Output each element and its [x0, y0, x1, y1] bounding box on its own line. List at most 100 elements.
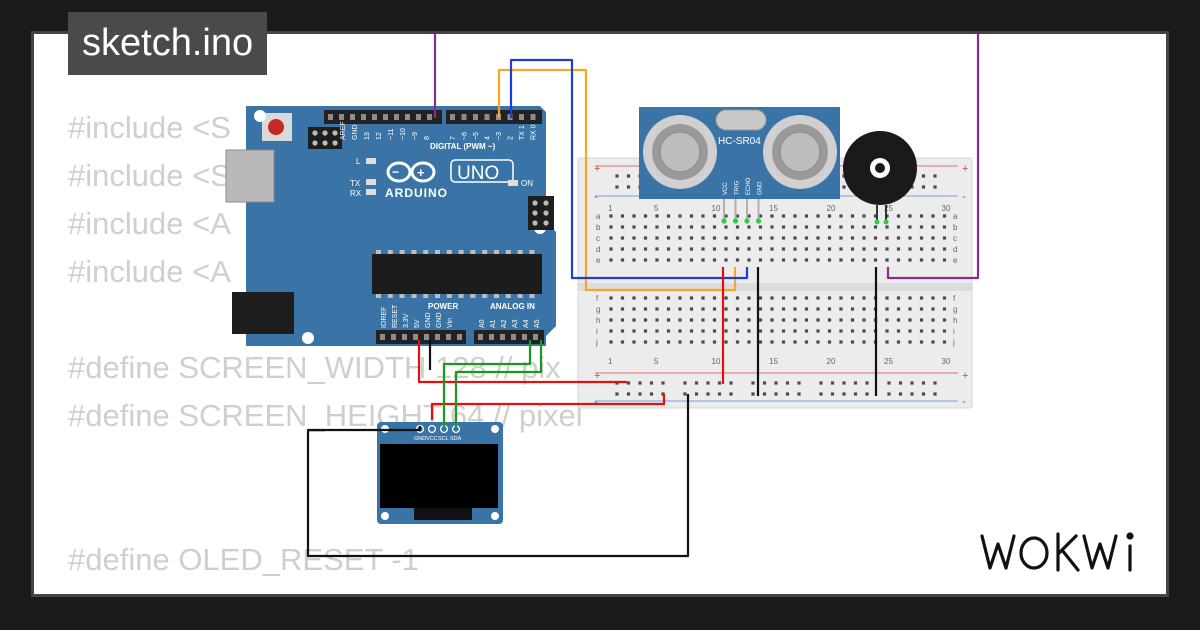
bb-row-label: a	[596, 212, 601, 221]
pin-label: GND	[352, 124, 359, 140]
code-line: #include <S	[68, 110, 231, 145]
bb-row-label: c	[596, 234, 600, 243]
wire-orange	[497, 68, 737, 292]
pin-label: ~6	[462, 132, 469, 140]
led-l-label: L	[356, 157, 361, 166]
piezo-buzzer	[843, 131, 917, 225]
code-line: #define OLED_RESET -1	[68, 542, 419, 577]
bb-row-label: b	[596, 223, 601, 232]
preview-card: #include <S#include <S#include <A#includ…	[34, 34, 1166, 594]
pin-label: RX 0	[531, 124, 538, 140]
bb-row-label: h	[596, 316, 600, 325]
power-label: POWER	[428, 302, 458, 311]
code-line: #include <S	[68, 158, 231, 193]
bb-col-label: 25	[884, 204, 893, 213]
pin-label: ~9	[412, 132, 419, 140]
pin-label: A2	[501, 319, 508, 328]
pin-label: ~11	[388, 129, 395, 140]
code-preview: #include <S#include <S#include <A#includ…	[68, 104, 1157, 594]
bb-row-label: h	[953, 316, 957, 325]
pin-label: ~3	[496, 132, 503, 140]
sensor-pin-label: VCC	[723, 182, 729, 195]
code-line: #include <A	[68, 206, 231, 241]
bb-row-label: j	[595, 338, 598, 347]
wire-green	[454, 340, 543, 428]
power-header	[376, 330, 466, 344]
bb-row-label: g	[953, 305, 957, 314]
wire-red	[430, 394, 666, 420]
pin-label: GND	[436, 312, 443, 328]
atmega-chip	[372, 254, 542, 294]
bb-rail-sign: +	[962, 163, 968, 175]
hc-sr04-sensor: HC-SR04 VCC TRIG ECHO GND	[639, 107, 840, 224]
bb-col-label: 25	[884, 357, 893, 366]
digital-header-label: DIGITAL (PWM ~)	[430, 142, 496, 151]
power-jack	[232, 292, 294, 334]
digital-header-right	[446, 110, 542, 124]
bb-rail-sign: +	[594, 163, 600, 175]
bb-row-label: f	[596, 294, 599, 303]
bb-row-label: b	[953, 223, 958, 232]
bb-rail-sign: -	[962, 396, 966, 408]
bb-rail-sign: +	[962, 370, 968, 382]
sensor-pin-label: TRIG	[735, 180, 741, 195]
usb-port	[225, 149, 275, 203]
pin-label: 2	[508, 136, 515, 140]
bb-col-label: 15	[769, 204, 778, 213]
wire-purple	[886, 34, 980, 280]
pin-label: A4	[523, 319, 530, 328]
bb-row-label: c	[953, 234, 957, 243]
pin-label: Vin	[447, 318, 454, 328]
bb-rail-sign: +	[594, 370, 600, 382]
bb-rail-sign: -	[594, 191, 598, 203]
analog-header	[474, 330, 544, 344]
pin-label: 7	[450, 136, 457, 140]
analog-label: ANALOG IN	[490, 302, 535, 311]
pin-label: 13	[364, 132, 371, 140]
sensor-pin-label: GND	[758, 181, 764, 195]
file-title: sketch.ino	[68, 12, 268, 75]
pin-label: GND	[425, 312, 432, 328]
pin-label: 4	[485, 136, 492, 140]
bb-col-label: 10	[712, 357, 721, 366]
bb-col-label: 15	[769, 357, 778, 366]
reset-button[interactable]	[268, 119, 284, 135]
pin-label: A3	[512, 319, 519, 328]
led-rx-label: RX	[350, 189, 362, 198]
bb-row-label: a	[953, 212, 958, 221]
pin-label: AREF	[340, 121, 347, 140]
arduino-uno: − + ARDUINO UNO DIGITAL (PWM ~) POWER AN…	[225, 106, 556, 346]
led-tx-label: TX	[350, 179, 361, 188]
pin-label: 12	[376, 132, 383, 140]
bb-col-label: 30	[942, 204, 951, 213]
arduino-brand: ARDUINO	[385, 186, 448, 200]
wire-red	[417, 340, 627, 384]
bb-row-label: d	[953, 245, 957, 254]
oled-pin-label: SCL	[438, 436, 449, 442]
pin-label: TX 1	[519, 125, 526, 140]
pin-label: ~5	[473, 132, 480, 140]
oled-pin-label: SDA	[450, 436, 462, 442]
bb-col-label: 20	[827, 357, 836, 366]
wires	[306, 34, 980, 558]
pin-label: IOREF	[381, 307, 388, 328]
bb-col-label: 1	[608, 357, 613, 366]
pin-label: RESET	[392, 304, 399, 328]
sensor-label: HC-SR04	[718, 136, 761, 147]
bb-row-label: j	[952, 338, 955, 347]
bb-row-label: g	[596, 305, 600, 314]
bb-col-label: 30	[942, 357, 951, 366]
oled-pin-label: VCC	[426, 436, 438, 442]
bb-col-label: 5	[654, 357, 659, 366]
bb-row-label: i	[953, 327, 955, 336]
sensor-pin-label: ECHO	[746, 177, 752, 195]
pin-label: A5	[534, 319, 541, 328]
svg-text:−: −	[392, 165, 399, 179]
bb-col-label: 1	[608, 204, 613, 213]
bb-row-label: f	[953, 294, 956, 303]
bb-rail-sign: -	[594, 396, 598, 408]
bb-rail-sign: -	[962, 191, 966, 203]
wire-blue	[509, 58, 749, 280]
